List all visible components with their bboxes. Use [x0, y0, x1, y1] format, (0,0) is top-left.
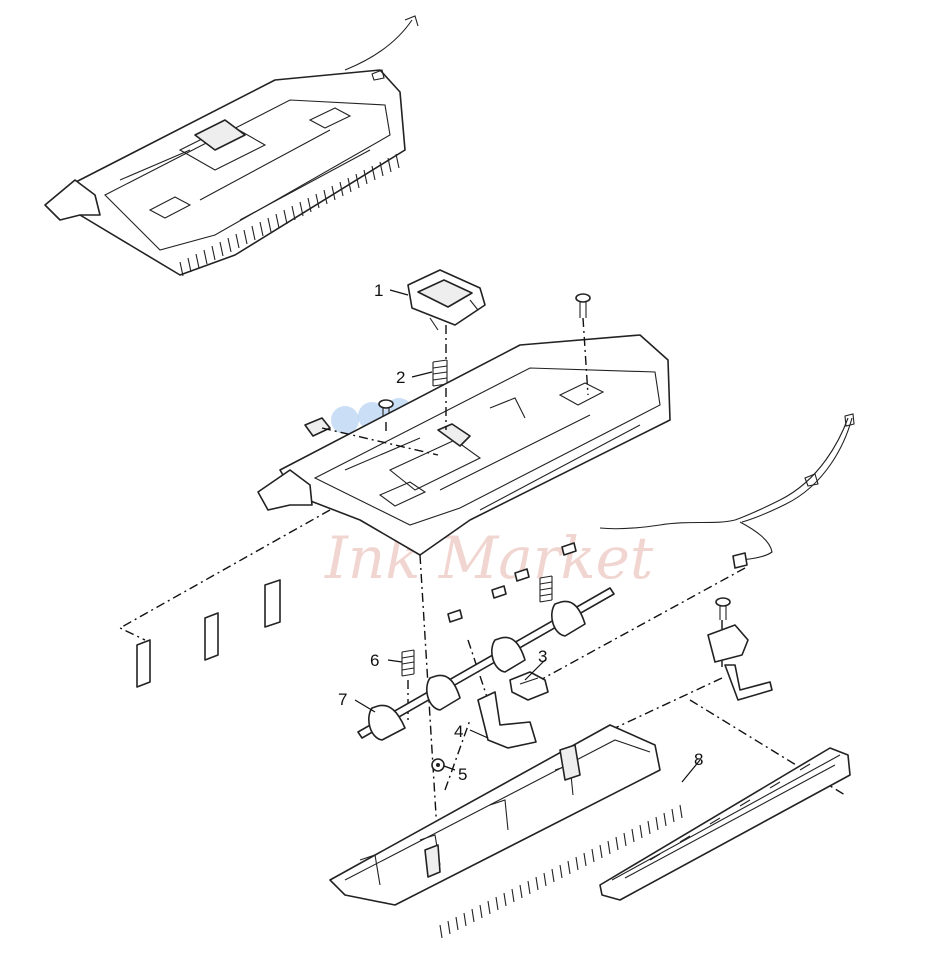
callout-3: 3	[538, 647, 547, 666]
side-rail	[599, 747, 851, 901]
assembled-tray	[44, 15, 419, 277]
small-clips	[136, 542, 577, 688]
part-5-ring	[431, 758, 445, 772]
cable-harness	[599, 413, 855, 569]
part-6-spring	[401, 649, 415, 677]
screw-top	[575, 293, 591, 318]
callout-4: 4	[454, 722, 463, 741]
callout-6: 6	[370, 651, 379, 670]
part-7-roller-shaft	[357, 587, 615, 741]
part-1-separation-pad	[407, 269, 486, 331]
tray-frame	[257, 334, 671, 556]
watermark-text: Ink Market	[324, 524, 654, 592]
callout-7: 7	[338, 690, 347, 709]
part-8-base	[329, 724, 683, 939]
bracket-assembly	[707, 597, 773, 701]
callout-2: 2	[396, 368, 405, 387]
part-4-arm	[477, 691, 537, 749]
callout-1: 1	[374, 281, 383, 300]
part-3-clip	[509, 671, 549, 701]
callout-8: 8	[694, 750, 703, 769]
part-2-spring	[432, 359, 448, 387]
callout-5: 5	[458, 765, 467, 784]
spring-upper	[539, 575, 553, 603]
callout-leaders	[354, 289, 701, 783]
